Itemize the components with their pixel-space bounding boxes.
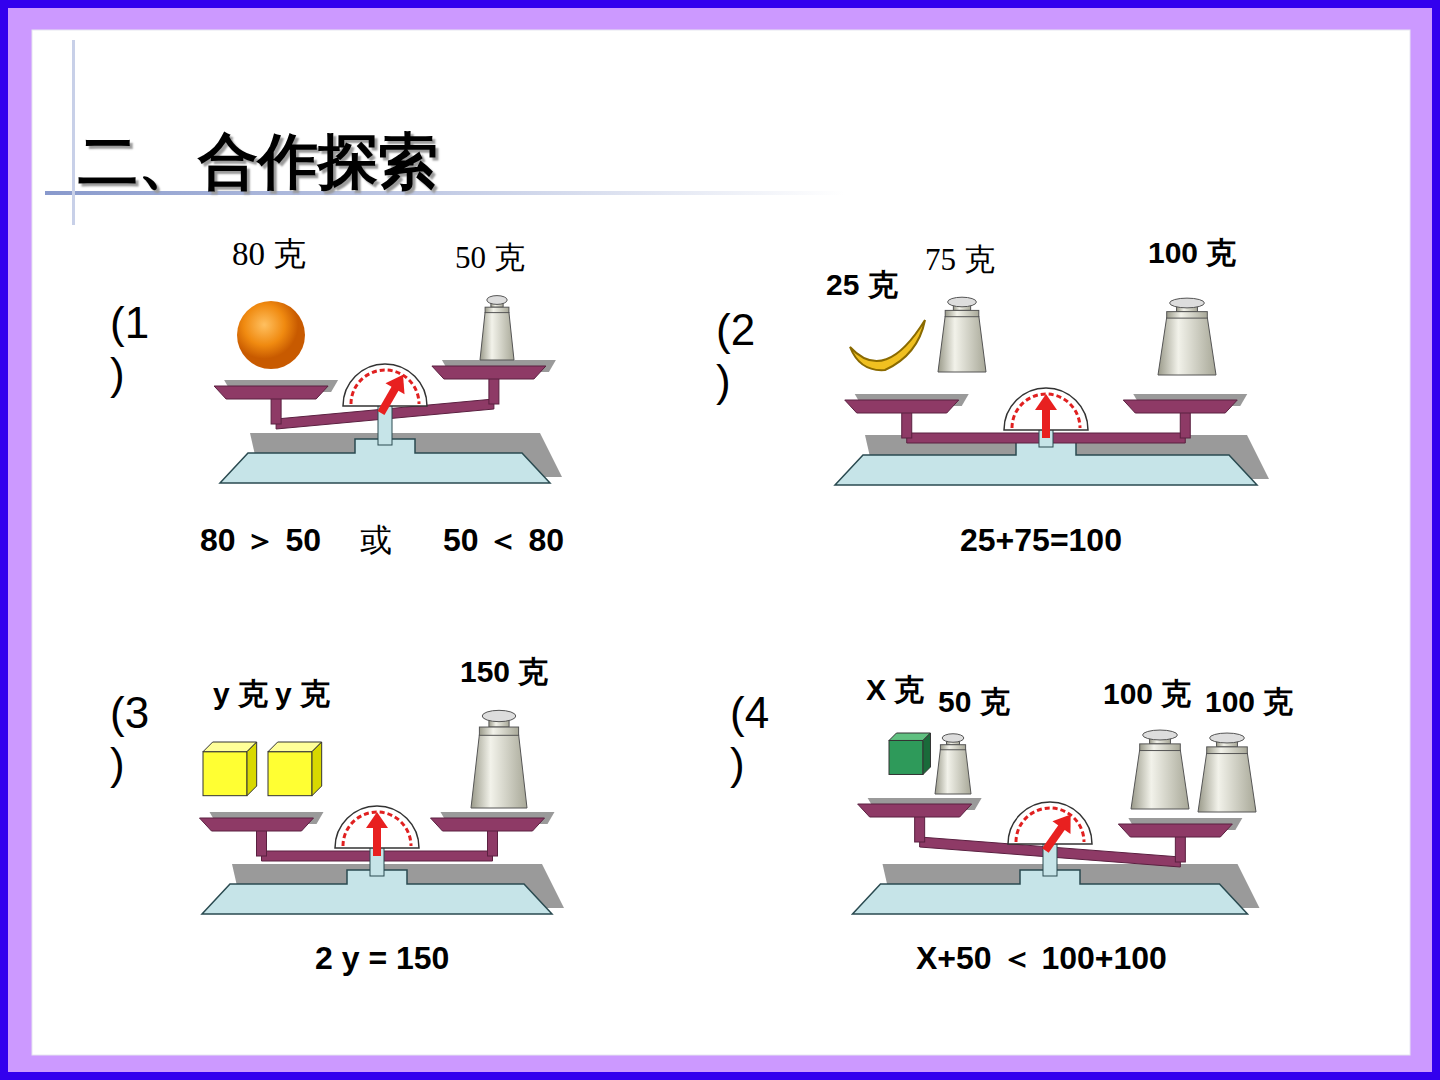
balance-scale	[835, 388, 1269, 485]
weight-label: 50 克	[938, 685, 1010, 720]
balance-scale	[853, 798, 1260, 914]
weight-label: 或	[360, 522, 392, 559]
frame-band	[8, 8, 1432, 1072]
cube	[889, 733, 930, 774]
item-number: (3 )	[110, 688, 150, 789]
weight-label: 75 克	[925, 242, 995, 278]
weight	[935, 734, 971, 794]
weight-label: y 克	[275, 677, 330, 712]
weight-label: 100 克	[1148, 236, 1236, 271]
weight-label: 50 ＜ 80	[443, 522, 564, 559]
weight	[938, 297, 986, 372]
cube	[203, 742, 257, 796]
weight	[480, 296, 514, 360]
weight-label: 50 克	[455, 240, 525, 276]
balance-scale	[200, 806, 565, 914]
weight-label: 150 克	[460, 655, 548, 690]
banana	[850, 320, 925, 370]
weight-label: 25+75=100	[960, 522, 1122, 559]
title-rule	[72, 40, 75, 225]
weight-label: 80 ＞ 50	[200, 522, 321, 559]
weight	[471, 710, 527, 808]
weight-label: 80 克	[232, 236, 306, 274]
weight-label: 100 克	[1205, 685, 1293, 720]
weight-label: X 克	[866, 673, 924, 708]
weight-label: 100 克	[1103, 677, 1191, 712]
weight-label: X+50 ＜ 100+100	[916, 940, 1167, 977]
weight	[1198, 733, 1256, 812]
item-number: (4 )	[730, 688, 770, 789]
item-number: (2 )	[716, 305, 756, 406]
weight	[1131, 730, 1189, 809]
orange	[237, 301, 305, 369]
cube	[268, 742, 322, 796]
weight-label: y 克	[213, 677, 268, 712]
weight-label: 25 克	[826, 268, 898, 303]
weight-label: 2 y = 150	[315, 940, 449, 977]
slide-title: 二、合作探索	[78, 122, 438, 203]
balance-scale	[214, 360, 562, 483]
slide-ground	[32, 30, 1410, 1055]
item-number: (1 )	[110, 298, 150, 399]
weight	[1158, 298, 1216, 375]
